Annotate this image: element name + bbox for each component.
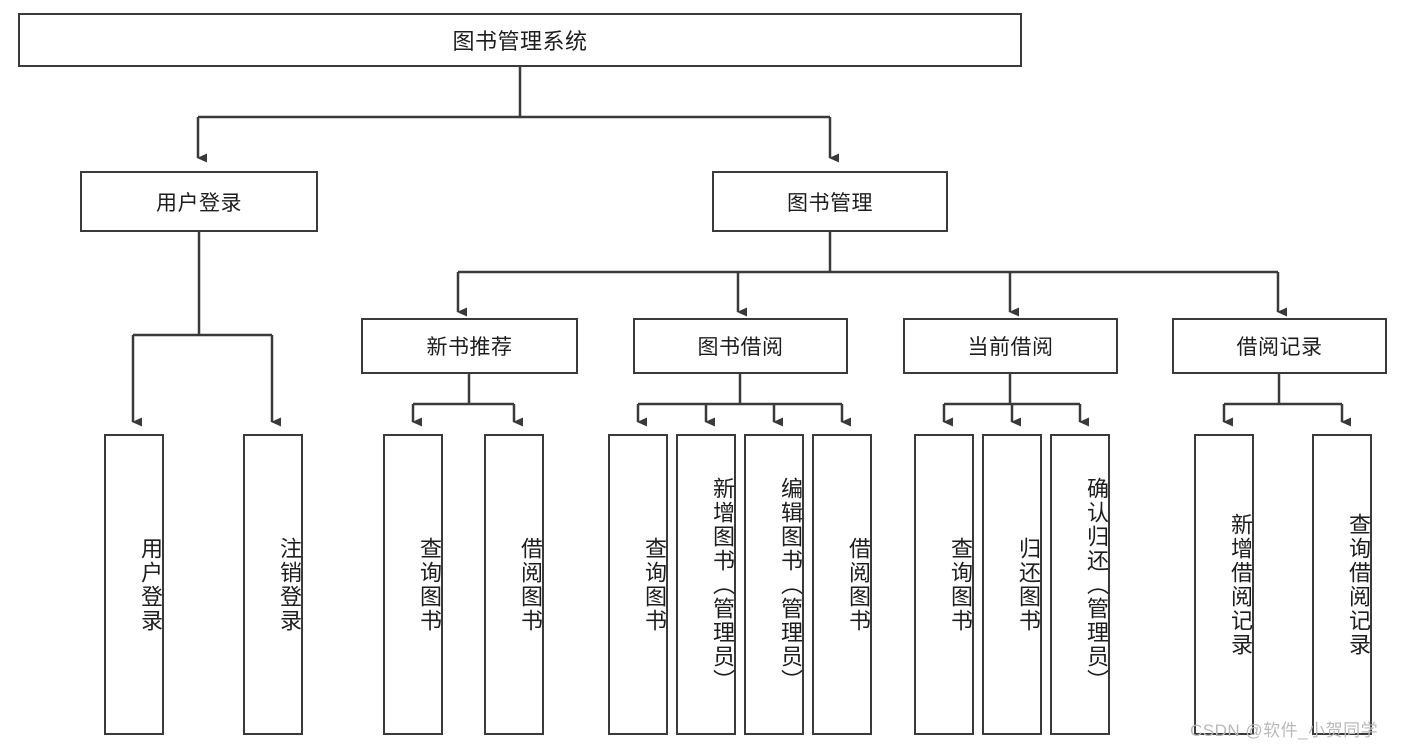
node-book-borrow[interactable]: 图书借阅 [633, 318, 848, 374]
node-leaf-borrow-book-1[interactable]: 借阅图书 [484, 434, 544, 735]
node-leaf-user-logout-label: 注销登录 [277, 536, 302, 633]
node-new-book-recommend[interactable]: 新书推荐 [361, 318, 578, 374]
node-leaf-user-logout[interactable]: 注销登录 [243, 434, 303, 735]
node-borrow-record-label: 借阅记录 [1236, 336, 1323, 359]
node-leaf-query-record[interactable]: 查询借阅记录 [1312, 434, 1372, 735]
node-leaf-borrow-book-2-label: 借阅图书 [846, 536, 871, 633]
node-user-login[interactable]: 用户登录 [80, 171, 318, 232]
node-root-label: 图书管理系统 [452, 29, 588, 54]
node-leaf-query-record-label: 查询借阅记录 [1346, 512, 1371, 657]
node-leaf-borrow-book-2[interactable]: 借阅图书 [812, 434, 872, 735]
node-book-manage[interactable]: 图书管理 [712, 171, 948, 232]
node-leaf-add-record[interactable]: 新增借阅记录 [1194, 434, 1254, 735]
node-current-borrow[interactable]: 当前借阅 [903, 318, 1118, 374]
node-leaf-query-book-3-label: 查询图书 [948, 536, 973, 633]
node-leaf-query-book-1-label: 查询图书 [417, 536, 442, 633]
node-book-manage-label: 图书管理 [787, 191, 873, 215]
node-current-borrow-label: 当前借阅 [967, 336, 1054, 359]
node-borrow-record[interactable]: 借阅记录 [1172, 318, 1387, 374]
node-book-borrow-label: 图书借阅 [697, 336, 784, 359]
node-leaf-confirm-return-label: 确认归还（管理员） [1084, 476, 1109, 693]
node-user-login-label: 用户登录 [156, 191, 242, 215]
node-leaf-borrow-book-1-label: 借阅图书 [518, 536, 543, 633]
node-leaf-return-book-label: 归还图书 [1016, 536, 1041, 633]
node-leaf-query-book-1[interactable]: 查询图书 [383, 434, 443, 735]
node-leaf-add-book-label: 新增图书（管理员） [710, 476, 735, 693]
node-leaf-edit-book[interactable]: 编辑图书（管理员） [744, 434, 804, 735]
node-leaf-user-login[interactable]: 用户登录 [104, 434, 164, 735]
watermark-text: CSDN @软件_小贺同学 [1190, 721, 1379, 740]
node-leaf-add-book[interactable]: 新增图书（管理员） [676, 434, 736, 735]
node-leaf-return-book[interactable]: 归还图书 [982, 434, 1042, 735]
node-leaf-user-login-label: 用户登录 [138, 536, 163, 633]
node-leaf-edit-book-label: 编辑图书（管理员） [778, 476, 803, 693]
node-leaf-confirm-return[interactable]: 确认归还（管理员） [1050, 434, 1110, 735]
node-leaf-query-book-2[interactable]: 查询图书 [608, 434, 668, 735]
node-new-book-recommend-label: 新书推荐 [426, 336, 513, 359]
node-leaf-query-book-2-label: 查询图书 [642, 536, 667, 633]
node-leaf-query-book-3[interactable]: 查询图书 [914, 434, 974, 735]
node-root[interactable]: 图书管理系统 [18, 13, 1022, 67]
node-leaf-add-record-label: 新增借阅记录 [1228, 512, 1253, 657]
